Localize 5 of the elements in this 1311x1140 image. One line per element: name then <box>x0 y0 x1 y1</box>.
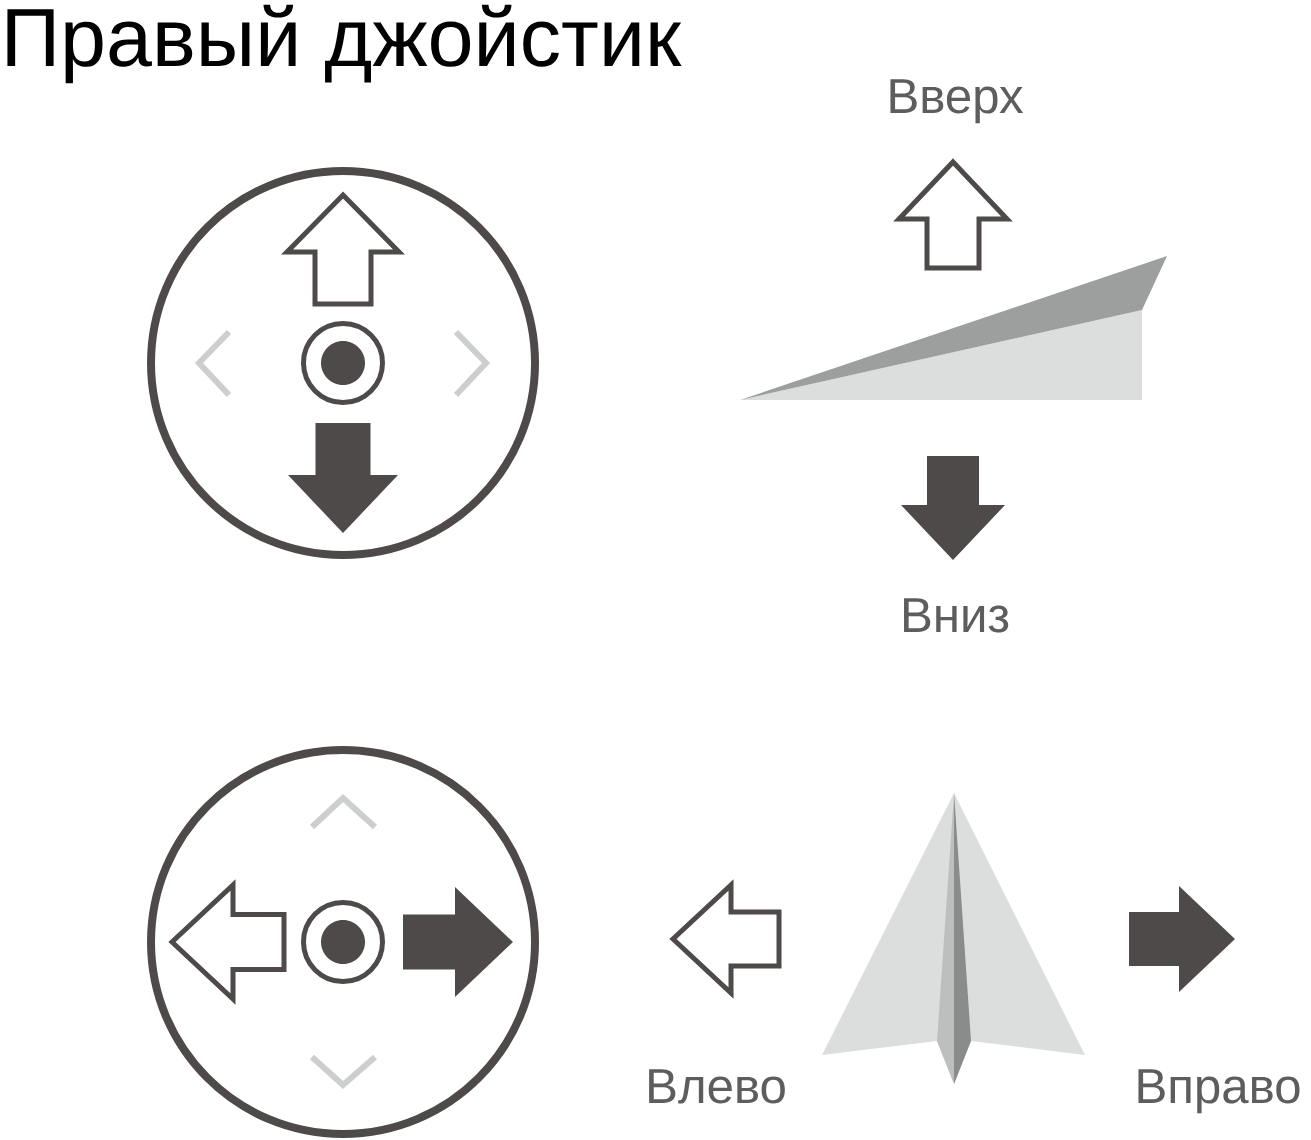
title: Правый джойстик <box>7 4 682 84</box>
direction-label: Вверх <box>890 79 1024 124</box>
direction-label: Вниз <box>904 598 1009 633</box>
direction-label: Вправо <box>1138 1069 1300 1114</box>
direction-label: Влево <box>649 1069 785 1104</box>
